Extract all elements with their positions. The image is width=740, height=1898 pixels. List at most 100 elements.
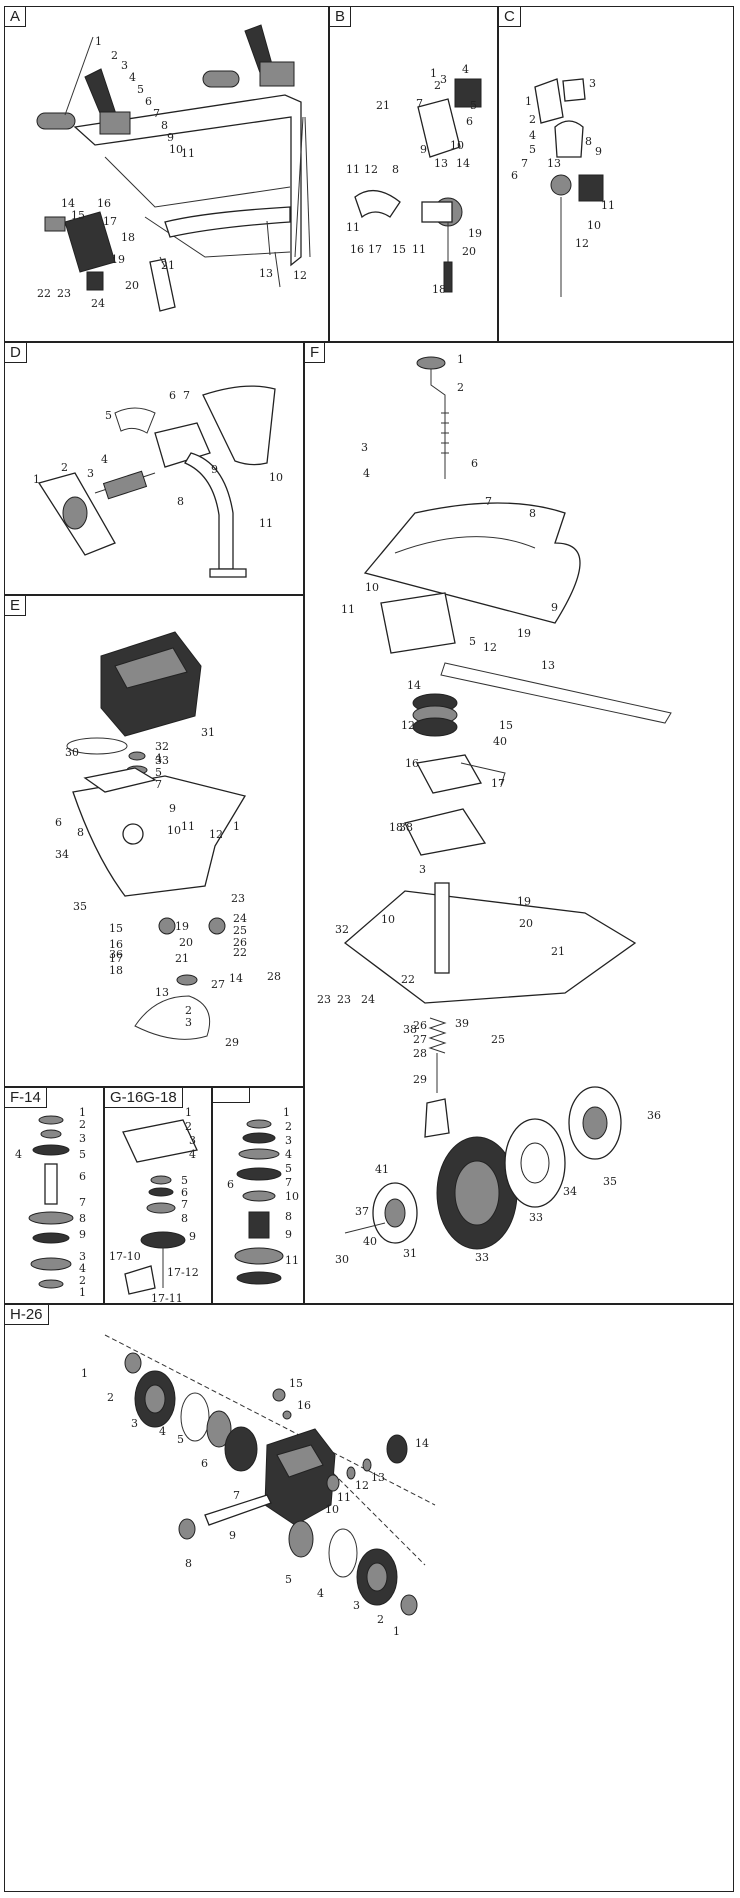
callout: 4	[155, 752, 162, 765]
callout: 25	[233, 924, 247, 937]
callout: 2	[185, 1120, 192, 1133]
panel-label-f14: F-14	[5, 1088, 47, 1108]
callout: 3	[189, 1134, 196, 1147]
callout: 14	[61, 197, 75, 210]
callout: 3	[285, 1134, 292, 1147]
callout: 14	[456, 157, 470, 170]
pulley-stack	[83, 751, 157, 793]
callout: 17-12	[167, 1266, 199, 1279]
callout: 2	[79, 1274, 86, 1287]
callout: 18	[109, 964, 123, 977]
callout: 36	[647, 1109, 661, 1122]
callout: 10	[269, 471, 283, 484]
callout: 10	[285, 1190, 299, 1203]
callout: 3	[79, 1250, 86, 1263]
callout: 20	[519, 917, 533, 930]
callout: 9	[420, 143, 427, 156]
callout: 6	[181, 1186, 188, 1199]
callout: 19	[468, 227, 482, 240]
callout: 7	[153, 107, 160, 120]
callout: 10	[169, 143, 183, 156]
callout: 8	[185, 1557, 192, 1570]
callout: 1	[393, 1625, 400, 1638]
callout: 7	[285, 1176, 292, 1189]
ski-foot	[424, 1098, 450, 1138]
callout: 4	[317, 1587, 324, 1600]
callout: 4	[101, 453, 108, 466]
callout: 2	[107, 1391, 114, 1404]
callout: 21	[175, 952, 189, 965]
callout: 39	[455, 1017, 469, 1030]
callout: 6	[227, 1178, 234, 1191]
handle-guard	[114, 407, 156, 434]
callout: 11	[601, 199, 615, 212]
callout: 16	[297, 1399, 311, 1412]
callout: 5	[285, 1573, 292, 1586]
callout: 18	[121, 231, 135, 244]
fork-spring	[94, 470, 156, 500]
brake-rod	[443, 222, 453, 293]
sprocket	[224, 1426, 258, 1472]
callout: 33	[475, 1251, 489, 1264]
callout: 11	[181, 820, 195, 833]
panel-label-c: C	[499, 7, 521, 27]
front-spring	[428, 1017, 447, 1093]
callout: 3	[131, 1417, 138, 1430]
callout: 8	[77, 826, 84, 839]
callout: 5	[155, 766, 162, 779]
callout: 3	[361, 441, 368, 454]
callout: 11	[181, 147, 195, 160]
callout-labels: 1 2 3 4 5 6 7 8 9 3 4 2 1	[15, 1106, 86, 1299]
callout: 11	[412, 243, 426, 256]
callout: 4	[285, 1148, 292, 1161]
callout: 10	[365, 581, 379, 594]
callout: 20	[125, 279, 139, 292]
right-cap	[400, 1594, 418, 1616]
callout: 13	[434, 157, 448, 170]
callout: 14	[407, 679, 421, 692]
callout: 11	[341, 603, 355, 616]
callout: 11	[346, 163, 360, 176]
callout: 22	[401, 973, 415, 986]
callout: 5	[137, 83, 144, 96]
callout: 2	[529, 113, 536, 126]
callout: 9	[285, 1228, 292, 1241]
panel-c: C 1 2 3 4 5 6 7	[498, 6, 734, 342]
callout: 5	[529, 143, 536, 156]
callout: 2	[434, 79, 441, 92]
brake-disc	[504, 1118, 566, 1208]
callout: 14	[229, 972, 243, 985]
callout: 15	[499, 719, 513, 732]
panel-g16-art: 1 2 3 4 5 6 7 8 9 17-10 17-11 17-12	[109, 1106, 199, 1305]
callout: 29	[413, 1073, 427, 1086]
callout: 1	[525, 95, 532, 108]
right-seal-ring	[328, 1528, 358, 1578]
callout: 16	[97, 197, 111, 210]
callout: 12	[483, 641, 497, 654]
input-shaft	[178, 1494, 272, 1540]
callout: 8	[79, 1212, 86, 1225]
callout: 5	[105, 409, 112, 422]
front-cover	[37, 472, 116, 556]
panel-d: D 1 2 3	[4, 342, 304, 595]
callout: 21	[161, 259, 175, 272]
callout: 24	[233, 912, 247, 925]
gear-shift-knob	[416, 356, 449, 479]
callout: 15	[289, 1377, 303, 1390]
callout: 3	[185, 1016, 192, 1029]
steering-column	[154, 422, 247, 578]
panel-label-h26: H-26	[5, 1305, 49, 1325]
callout: 18	[432, 283, 446, 296]
callout: 27	[413, 1033, 427, 1046]
callout: 32	[155, 740, 169, 753]
panel-e: E	[4, 595, 304, 1087]
callout: 34	[55, 848, 69, 861]
callout: 17	[109, 952, 123, 965]
callout: 30	[65, 746, 79, 759]
callout: 3	[353, 1599, 360, 1612]
cover	[554, 120, 584, 158]
panel-f14: F-14 1 2 3 4 5 6 7 8 9	[4, 1087, 104, 1304]
callout: 34	[563, 1185, 577, 1198]
left-seal-ring	[180, 1392, 210, 1442]
callout: 26	[413, 1019, 427, 1032]
